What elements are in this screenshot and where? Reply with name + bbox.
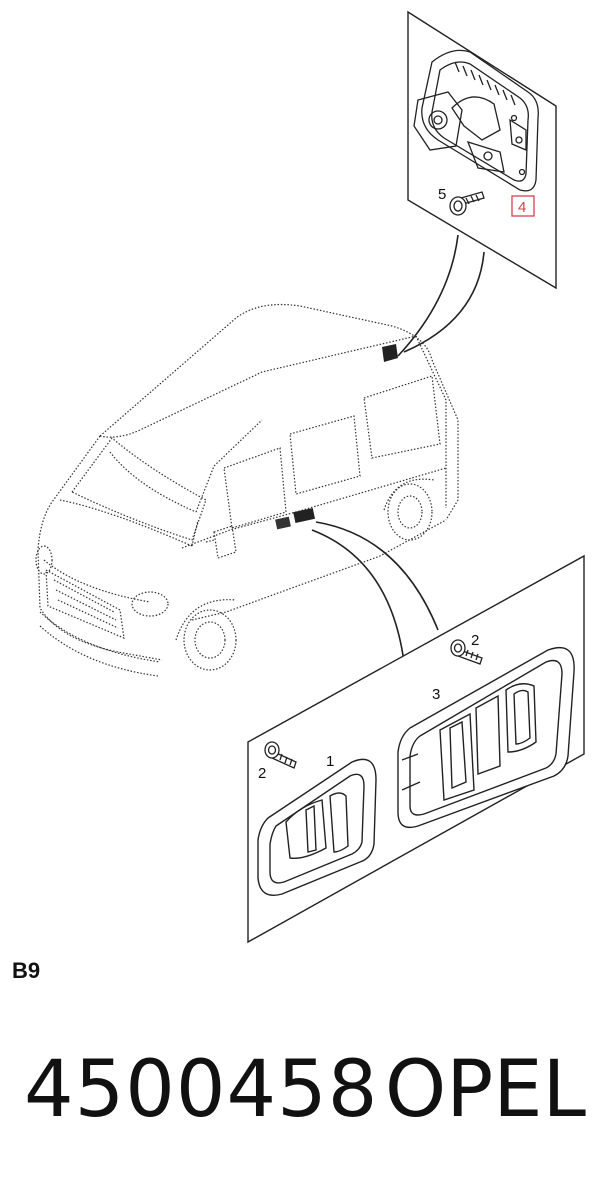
part-number: 4500458 bbox=[24, 1045, 379, 1135]
callout-1-label: 1 bbox=[326, 753, 334, 770]
brand-name: OPEL bbox=[384, 1045, 586, 1135]
screw-2-upper-drawing bbox=[450, 639, 483, 665]
handle-3-drawing bbox=[397, 646, 575, 829]
lock-mechanism-drawing bbox=[413, 49, 539, 192]
callout-3-label: 3 bbox=[432, 686, 440, 703]
section-code: B9 bbox=[12, 958, 41, 983]
parts-diagram: 5 4 bbox=[35, 10, 585, 944]
callout-4-box bbox=[511, 195, 535, 217]
van-drawing bbox=[35, 303, 459, 677]
upper-inset-panel: 5 4 bbox=[407, 10, 557, 290]
lower-leader-funnel bbox=[311, 521, 439, 663]
callout-5-label: 5 bbox=[438, 186, 446, 203]
handle-markers bbox=[275, 508, 316, 530]
upper-leader-funnel bbox=[397, 234, 485, 357]
callout-4-label: 4 bbox=[518, 199, 526, 216]
screw-5-drawing bbox=[449, 191, 485, 216]
upper-lock-marker bbox=[382, 344, 398, 362]
callout-2-lower-label: 2 bbox=[258, 765, 266, 782]
handle-1-drawing bbox=[257, 758, 377, 896]
footer: 4500458 OPEL bbox=[0, 1045, 600, 1165]
lower-inset-panel: 2 3 1 2 bbox=[247, 554, 585, 944]
screw-2-lower-drawing bbox=[264, 741, 297, 769]
callout-2-upper-label: 2 bbox=[471, 632, 479, 649]
